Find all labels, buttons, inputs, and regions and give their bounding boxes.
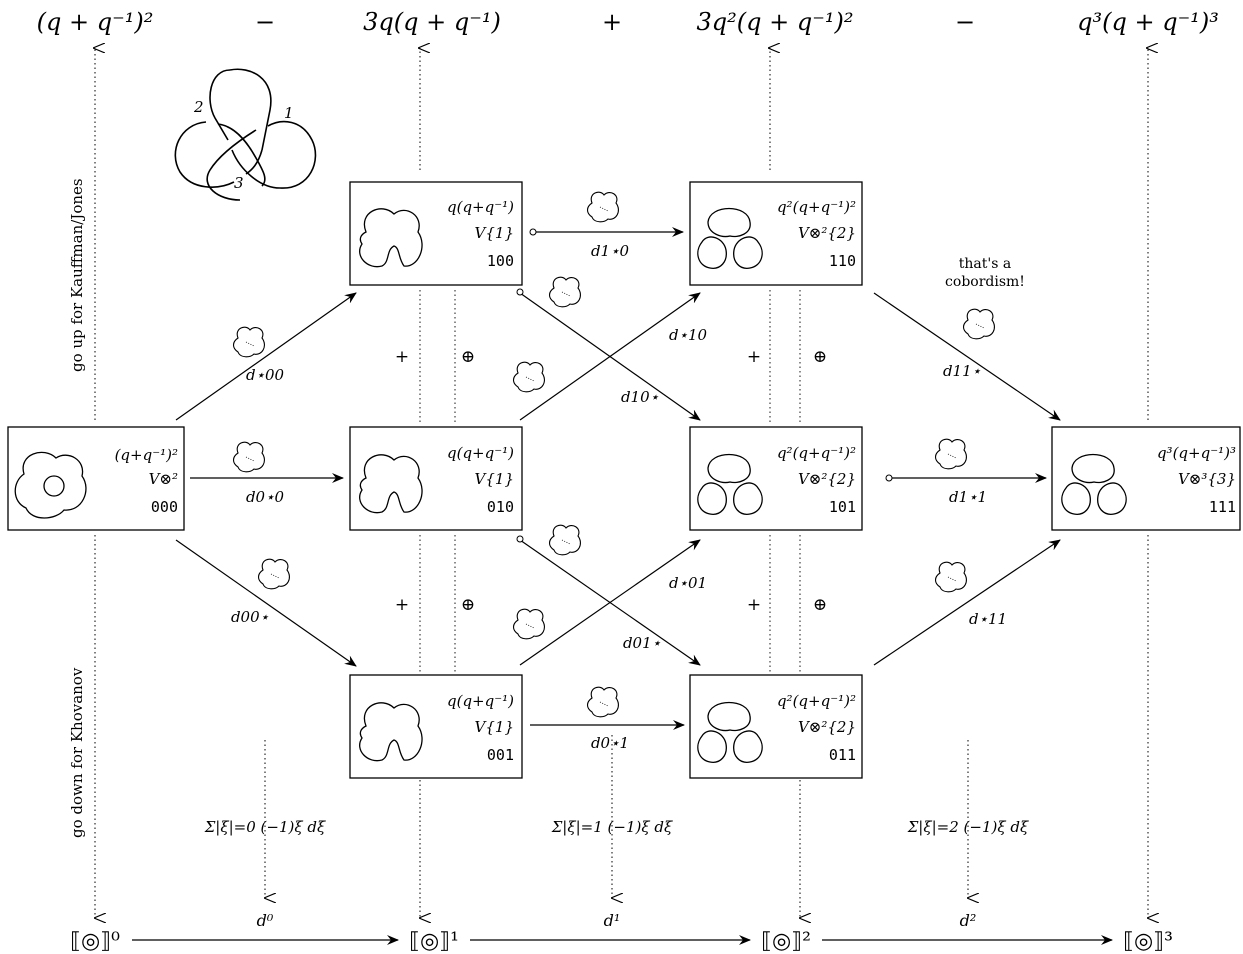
edge-s11 [873,539,1061,666]
polynomial-degree-0: (q + q⁻¹)² [37,8,154,36]
differential-1: d¹ [604,911,621,930]
vertex-011-id: 011 [829,746,856,764]
trefoil-knot-diagram: 1 2 3 [174,68,317,201]
label-d-10s: d10⋆ [621,388,659,406]
complex-degree-3: ⟦◎⟧³ [1123,929,1173,954]
vertex-001-poly: q(q+q⁻¹) [447,692,514,710]
label-d-00s: d00⋆ [231,608,269,626]
column-dotted-lines [419,290,801,675]
sum-degree-0: Σ|ξ|=0 (−1)ξ dξ [204,818,326,836]
column-down-arrows [95,535,1148,918]
vertex-011: q²(q+q⁻¹)² V⊗²{2} 011 [689,674,863,779]
complex-degree-1: ⟦◎⟧¹ [409,929,459,954]
polynomial-degree-3: q³(q + q⁻¹)³ [1077,8,1219,36]
vertex-100: q(q+q⁻¹) V{1} 100 [349,181,523,286]
vertex-101-id: 101 [829,498,856,516]
note-line-2: cobordism! [945,274,1025,290]
vertex-000-poly: (q+q⁻¹)² [115,446,178,464]
edge-11s [873,292,1061,421]
vertex-001-space: V{1} [475,718,514,736]
label-d-s11: d⋆11 [969,610,1007,628]
vertex-101: q²(q+q⁻¹)² V⊗²{2} 101 [689,426,863,531]
complex-degree-2: ⟦◎⟧² [761,929,811,954]
edge-00s [175,539,357,667]
bottom-complex-row: ⟦◎⟧⁰ ⟦◎⟧¹ ⟦◎⟧² ⟦◎⟧³ d⁰ d¹ d² [70,911,1173,954]
vertex-100-poly: q(q+q⁻¹) [447,198,514,216]
oplus-sign: ⊕ [461,595,475,615]
sum-degree-2: Σ|ξ|=2 (−1)ξ dξ [907,818,1029,836]
polynomial-degree-1: 3q(q + q⁻¹) [363,8,501,36]
differential-sums: Σ|ξ|=0 (−1)ξ dξ Σ|ξ|=1 (−1)ξ dξ Σ|ξ|=2 (… [204,818,1029,836]
sign-3: − [955,8,975,36]
label-d-s01: d⋆01 [669,574,707,592]
vertex-110-poly: q²(q+q⁻¹)² [777,198,856,216]
column-signs: + ⊕ + ⊕ + ⊕ + ⊕ [395,347,827,615]
vertex-100-id: 100 [487,252,514,270]
oplus-sign: ⊕ [813,595,827,615]
vertex-000-id: 000 [151,498,178,516]
sign-1: − [255,8,275,36]
column-up-arrows [95,48,1148,420]
vertex-001-id: 001 [487,746,514,764]
label-d-1s0: d1⋆0 [591,242,630,260]
vertex-100-space: V{1} [475,224,514,242]
polynomial-row: (q + q⁻¹)² − 3q(q + q⁻¹) + 3q²(q + q⁻¹)²… [37,8,1219,36]
edge-01s [519,539,701,666]
side-label-down: go down for Khovanov [68,667,86,838]
cube-edges [175,227,1061,730]
label-d-1s1: d1⋆1 [949,488,987,506]
plus-sign: + [747,347,761,367]
vertex-110-space: V⊗²{2} [798,224,856,242]
vertex-011-poly: q²(q+q⁻¹)² [777,692,856,710]
note-line-1: that's a [959,256,1011,272]
vertex-111-poly: q³(q+q⁻¹)³ [1157,444,1236,462]
side-label-up: go up for Kauffman/Jones [68,178,86,372]
differential-2: d² [960,911,977,930]
plus-sign: + [747,595,761,615]
differential-0: d⁰ [257,911,274,930]
label-d-s00: d⋆00 [246,366,285,384]
vertex-000: (q+q⁻¹)² V⊗² 000 [7,426,185,531]
label-d-11s: d11⋆ [943,362,981,380]
edge-labels: d⋆00 d0⋆0 d00⋆ d1⋆0 d⋆10 d10⋆ d⋆01 d01⋆ … [231,242,1007,752]
plus-sign: + [395,347,409,367]
complex-degree-0: ⟦◎⟧⁰ [70,929,120,954]
plus-sign: + [395,595,409,615]
oplus-sign: ⊕ [813,347,827,367]
oplus-sign: ⊕ [461,347,475,367]
label-d-0s1: d0⋆1 [591,734,629,752]
edge-s00 [175,292,357,421]
cobordism-note: that's a cobordism! [945,256,1025,290]
sum-degree-1: Σ|ξ|=1 (−1)ξ dξ [551,818,673,836]
vertex-111-space: V⊗³{3} [1178,470,1236,488]
vertex-010-space: V{1} [475,470,514,488]
vertex-101-poly: q²(q+q⁻¹)² [777,444,856,462]
vertex-010-poly: q(q+q⁻¹) [447,444,514,462]
crossing-2: 2 [193,98,204,116]
crossing-3: 3 [234,174,244,192]
vertex-101-space: V⊗²{2} [798,470,856,488]
label-d-01s: d01⋆ [623,634,661,652]
vertex-110-id: 110 [829,252,856,270]
vertex-000-space: V⊗² [149,470,178,488]
vertex-111-id: 111 [1209,498,1236,516]
cobordism-glyphs [232,191,995,718]
edge-10s [519,292,701,421]
vertex-010-id: 010 [487,498,514,516]
vertex-110: q²(q+q⁻¹)² V⊗²{2} 110 [689,181,863,286]
label-d-0s0: d0⋆0 [246,488,285,506]
vertex-010: q(q+q⁻¹) V{1} 010 [349,426,523,531]
edge-start-circles [516,228,893,543]
vertex-001: q(q+q⁻¹) V{1} 001 [349,674,523,779]
sign-2: + [602,8,622,36]
vertex-111: q³(q+q⁻¹)³ V⊗³{3} 111 [1051,426,1241,531]
polynomial-degree-2: 3q²(q + q⁻¹)² [697,8,854,36]
vertex-011-space: V⊗²{2} [798,718,856,736]
label-d-s10: d⋆10 [669,326,708,344]
crossing-1: 1 [284,104,294,122]
